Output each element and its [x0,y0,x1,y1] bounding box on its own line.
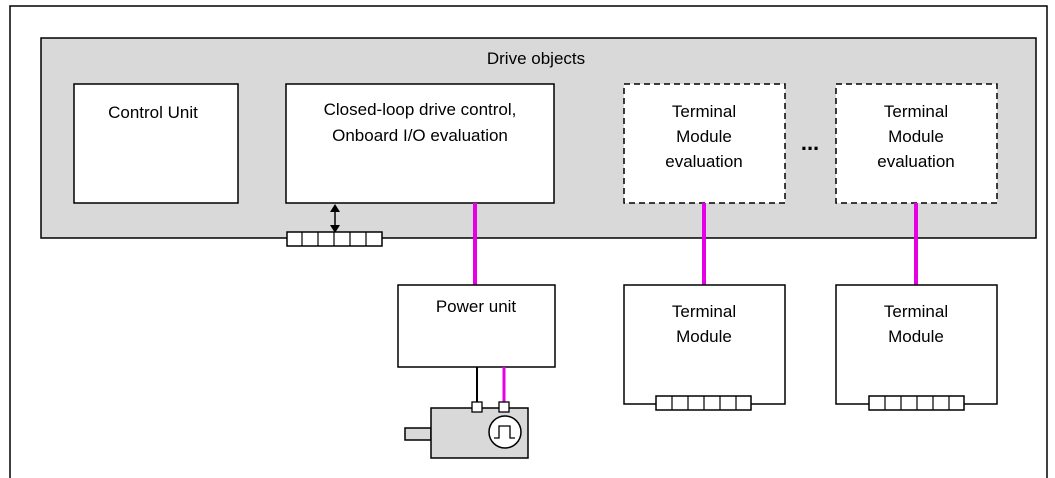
drive-control-label-line1: Closed-loop drive control, [324,100,517,119]
terminal-module-box-1[interactable] [623,284,786,405]
onboard-connector-icon [286,231,383,247]
terminal-connector-icon [868,395,965,411]
ellipsis: ... [801,130,819,155]
drive-objects-title: Drive objects [487,49,585,68]
terminal-module-2-line1: Terminal [884,302,948,321]
control-unit-box[interactable] [73,83,239,204]
double-arrow-icon [330,204,340,233]
tm-eval-2-line1: Terminal [884,102,948,121]
encoder-pulse-icon [488,415,522,449]
drive-control-box[interactable] [285,83,555,204]
tm-evaluation-box-2[interactable] [835,83,998,204]
motor-icon [404,401,529,459]
control-unit-label: Control Unit [108,103,198,122]
terminal-module-2-line2: Module [888,327,944,346]
terminal-module-box-2[interactable] [835,284,998,405]
terminal-module-1-line1: Terminal [672,302,736,321]
power-unit-label: Power unit [436,297,517,316]
tm-eval-1-line3: evaluation [665,152,743,171]
page-frame [9,5,1048,478]
tm-eval-2-line3: evaluation [877,152,955,171]
terminal-connector-icon [655,395,752,411]
tm-eval-1-line1: Terminal [672,102,736,121]
terminal-module-1-line2: Module [676,327,732,346]
tm-eval-2-line2: Module [888,127,944,146]
drive-control-label-line2: Onboard I/O evaluation [332,126,508,145]
tm-eval-1-line2: Module [676,127,732,146]
